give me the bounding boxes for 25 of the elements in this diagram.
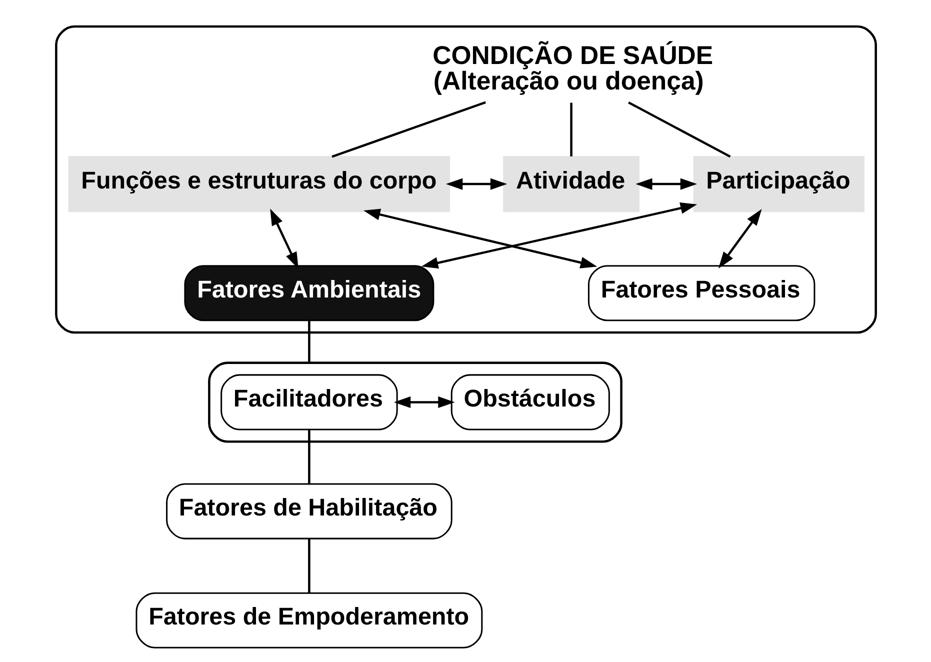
connector [331,101,486,158]
arrow [393,396,454,408]
arrow [363,208,597,268]
connector [308,430,310,484]
connector [628,101,730,158]
node-box: Fatores de Habilitação [166,483,452,540]
node-box: Fatores Ambientais [184,265,434,322]
arrow [635,178,697,190]
node-text: CONDIÇÃO DE SAÚDE (Alteração ou doença) [432,42,713,96]
node-box: Fatores Pessoais [587,265,815,322]
arrow [420,202,697,269]
node-box: Facilitadores [220,374,398,430]
connector [308,539,310,593]
connector [570,102,572,156]
node-box: Fatores de Empoderamento [135,592,482,648]
cluster [54,25,876,334]
arrow [718,208,762,268]
arrow [445,178,507,190]
connector [308,320,310,363]
node-box: Atividade [502,156,639,212]
cluster [208,362,622,443]
node-box: Obstáculos [450,374,610,430]
node-box: Funções e estruturas do corpo [68,156,450,212]
arrow [270,208,298,269]
node-box: Participação [692,156,864,212]
